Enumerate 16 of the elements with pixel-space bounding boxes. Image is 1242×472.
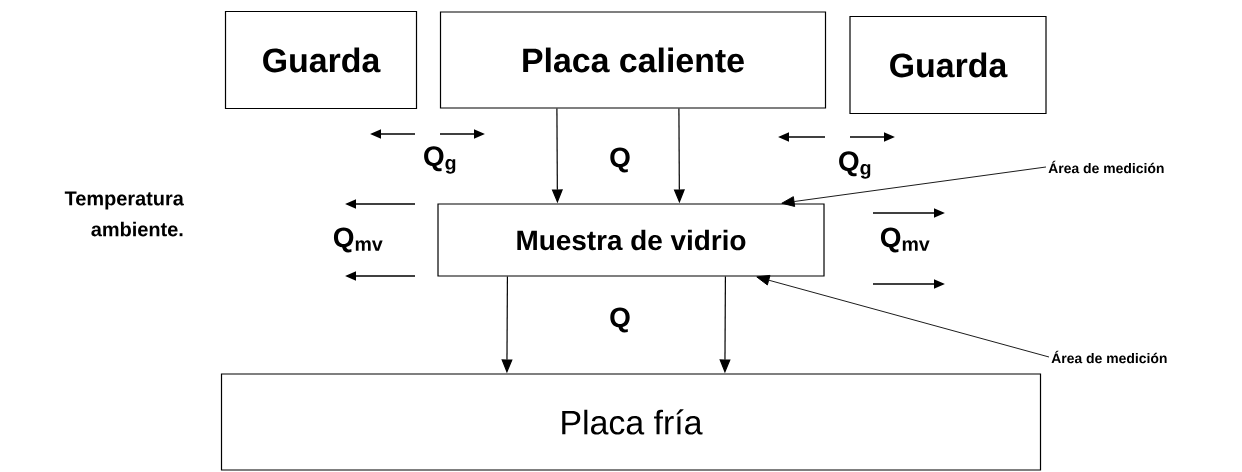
annotation-text: Área de medición bbox=[1048, 160, 1164, 174]
leader-arrow bbox=[756, 274, 1050, 358]
heat-flow-label: Q bbox=[610, 307, 630, 333]
ambient-label: Temperatura ambiente. bbox=[64, 191, 184, 237]
guard-box: Guarda bbox=[849, 15, 1047, 115]
guard-box: Guarda bbox=[224, 10, 418, 110]
leader-arrow bbox=[781, 166, 1047, 207]
hot-plate-box: Placa caliente bbox=[439, 11, 827, 109]
heat-flow-label: Q$_{mv}$ bbox=[333, 227, 383, 253]
heat-flow-label: Q$_{mv}$ bbox=[880, 227, 930, 253]
heat-flow-label: Q bbox=[610, 147, 630, 173]
heat-flow-label: Q$_{g}$ bbox=[424, 146, 456, 174]
cold-plate-box: Placa fría bbox=[220, 373, 1042, 471]
sample-box: Muestra de vidrio bbox=[437, 203, 825, 277]
annotation-text: Área de medición bbox=[1051, 350, 1167, 364]
heat-flow-label: Q$_{g}$ bbox=[839, 151, 871, 179]
